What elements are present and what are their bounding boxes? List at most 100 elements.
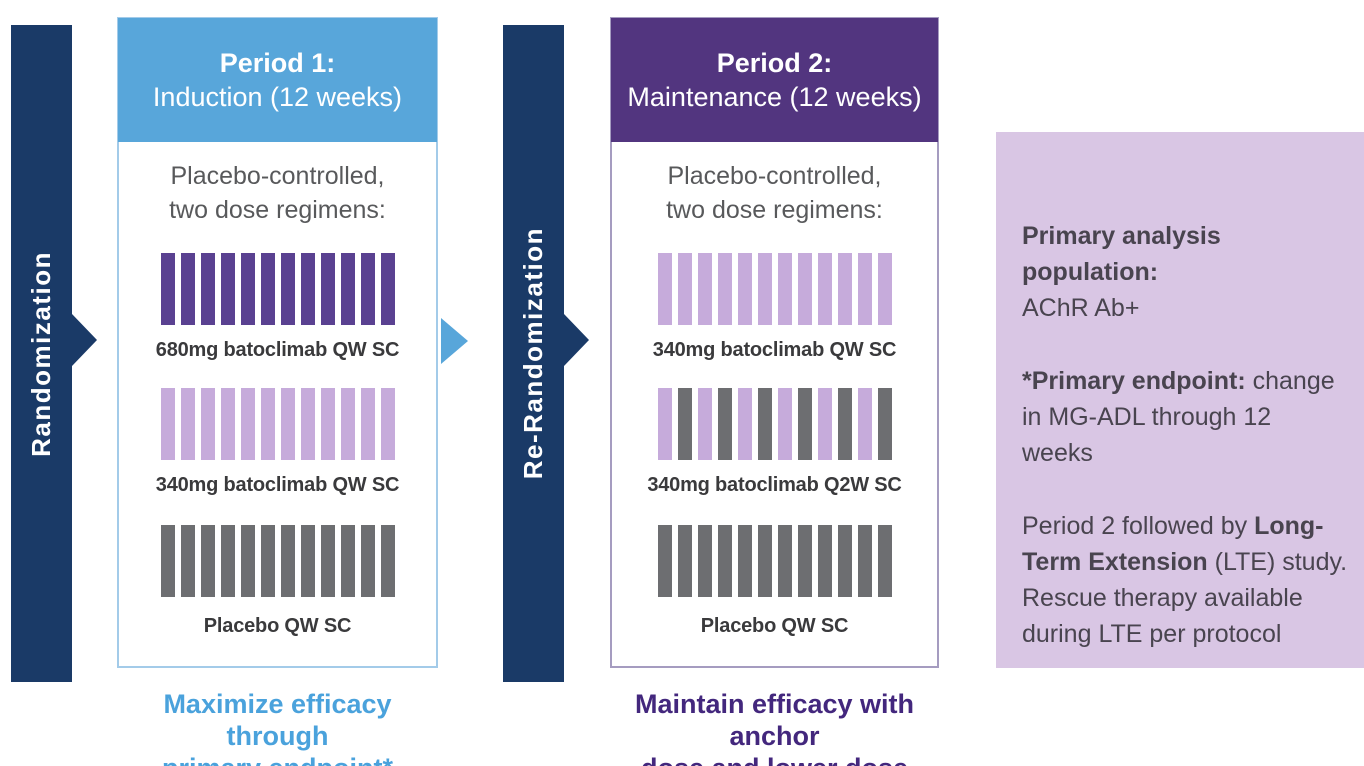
week-tick — [777, 525, 792, 597]
week-tick — [677, 253, 692, 325]
week-tick — [340, 525, 355, 597]
week-tick — [160, 388, 175, 460]
re-randomization-bar: Re-Randomization — [503, 25, 564, 682]
week-tick — [360, 525, 375, 597]
period1-caption: Maximize efficacy through primary endpoi… — [162, 689, 393, 766]
week-tick — [777, 388, 792, 460]
week-tick — [280, 388, 295, 460]
period2-arm3-ticks — [612, 525, 937, 597]
week-tick — [320, 388, 335, 460]
week-tick — [717, 525, 732, 597]
period1-subtitle: Induction (12 weeks) — [152, 82, 403, 112]
week-tick — [220, 525, 235, 597]
period2-header: Period 2: Maintenance (12 weeks) — [611, 18, 938, 142]
week-tick — [857, 388, 872, 460]
re-randomization-label: Re-Randomization — [518, 227, 548, 480]
arrow-right-icon — [441, 318, 468, 364]
week-tick — [300, 253, 315, 325]
primary-analysis-population: Primary analysis population:AChR Ab+ — [1022, 222, 1221, 322]
week-tick — [160, 525, 175, 597]
week-tick — [160, 253, 175, 325]
week-tick — [877, 253, 892, 325]
week-tick — [360, 388, 375, 460]
period1-arm3-label: Placebo QW SC — [203, 615, 352, 637]
week-tick — [380, 253, 395, 325]
week-tick — [260, 253, 275, 325]
week-tick — [200, 388, 215, 460]
week-tick — [857, 253, 872, 325]
week-tick — [280, 253, 295, 325]
week-tick — [697, 525, 712, 597]
week-tick — [737, 388, 752, 460]
week-tick — [300, 525, 315, 597]
period2-arm3-label: Placebo QW SC — [700, 615, 849, 637]
week-tick — [340, 388, 355, 460]
period1-arm1-ticks — [119, 253, 436, 325]
period1-arm2-ticks — [119, 388, 436, 460]
period2-arm2-ticks — [612, 388, 937, 460]
week-tick — [240, 253, 255, 325]
week-tick — [717, 388, 732, 460]
week-tick — [877, 525, 892, 597]
week-tick — [757, 525, 772, 597]
week-tick — [280, 525, 295, 597]
week-tick — [797, 388, 812, 460]
week-tick — [757, 253, 772, 325]
week-tick — [300, 388, 315, 460]
week-tick — [817, 253, 832, 325]
week-tick — [380, 388, 395, 460]
randomization-bar: Randomization — [11, 25, 72, 682]
week-tick — [837, 525, 852, 597]
week-tick — [220, 253, 235, 325]
week-tick — [877, 388, 892, 460]
period2-regimen-note: Placebo-controlled, two dose regimens: — [666, 162, 883, 224]
week-tick — [657, 525, 672, 597]
week-tick — [340, 253, 355, 325]
period2-title: Period 2: — [716, 48, 833, 78]
week-tick — [260, 525, 275, 597]
primary-endpoint: *Primary endpoint: change in MG-ADL thro… — [1022, 367, 1335, 467]
week-tick — [757, 388, 772, 460]
period1-arm3-ticks — [119, 525, 436, 597]
week-tick — [677, 525, 692, 597]
week-tick — [697, 253, 712, 325]
week-tick — [657, 388, 672, 460]
randomization-label: Randomization — [26, 250, 56, 457]
week-tick — [220, 388, 235, 460]
arrow-right-icon — [72, 314, 97, 366]
week-tick — [180, 388, 195, 460]
lte-note: Period 2 followed by Long-Term Extension… — [1022, 512, 1348, 648]
period2-arm2-label: 340mg batoclimab Q2W SC — [647, 474, 902, 496]
period2-subtitle: Maintenance (12 weeks) — [627, 82, 922, 112]
period1-header: Period 1: Induction (12 weeks) — [118, 18, 437, 142]
period1-arm2-label: 340mg batoclimab QW SC — [155, 474, 400, 496]
period1-title: Period 1: — [219, 48, 336, 78]
week-tick — [380, 525, 395, 597]
week-tick — [240, 525, 255, 597]
week-tick — [260, 388, 275, 460]
week-tick — [737, 525, 752, 597]
period2-box: Period 2: Maintenance (12 weeks) Placebo… — [610, 17, 939, 668]
week-tick — [817, 525, 832, 597]
week-tick — [180, 525, 195, 597]
week-tick — [200, 253, 215, 325]
week-tick — [657, 253, 672, 325]
period2-caption: Maintain efficacy with anchor dose and l… — [634, 689, 915, 766]
week-tick — [797, 253, 812, 325]
week-tick — [180, 253, 195, 325]
week-tick — [320, 525, 335, 597]
period1-arm1-label: 680mg batoclimab QW SC — [155, 339, 400, 361]
week-tick — [320, 253, 335, 325]
week-tick — [737, 253, 752, 325]
period2-arm1-label: 340mg batoclimab QW SC — [652, 339, 897, 361]
week-tick — [677, 388, 692, 460]
week-tick — [817, 388, 832, 460]
week-tick — [240, 388, 255, 460]
week-tick — [797, 525, 812, 597]
period1-regimen-note: Placebo-controlled, two dose regimens: — [169, 162, 386, 224]
week-tick — [697, 388, 712, 460]
info-panel: Primary analysis population:AChR Ab+ *Pr… — [996, 132, 1364, 668]
week-tick — [717, 253, 732, 325]
period1-box: Period 1: Induction (12 weeks) Placebo-c… — [117, 17, 438, 668]
